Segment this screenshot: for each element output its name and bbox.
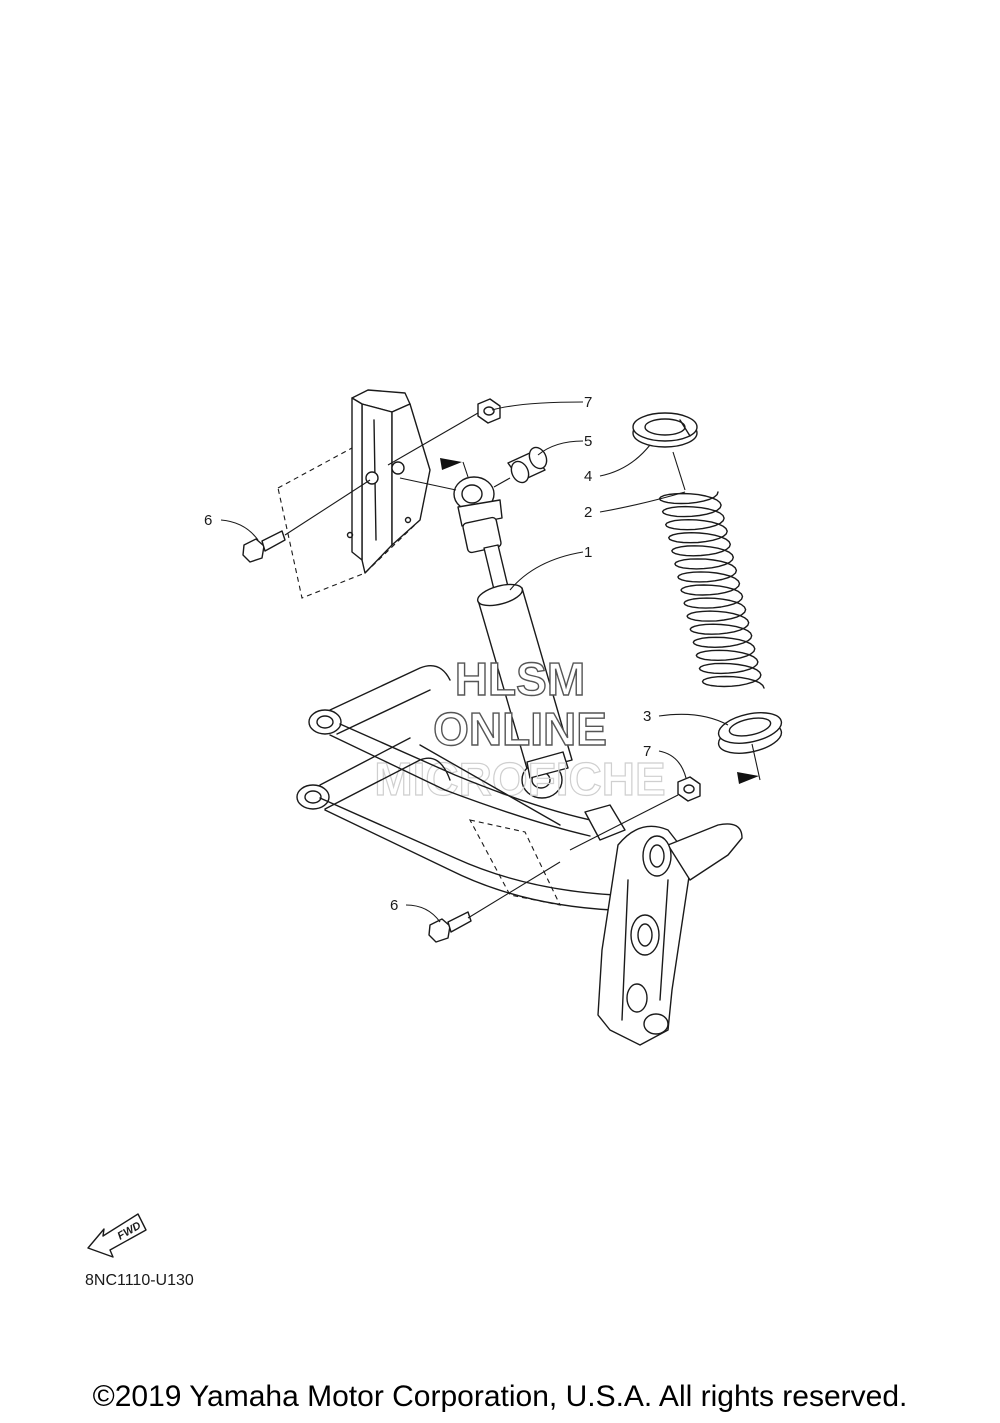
callout-5: 5 [584, 433, 592, 450]
upper-nut-part-7 [477, 398, 501, 424]
steering-knuckle [597, 823, 743, 1046]
diagram-code: 8NC1110-U130 [85, 1272, 194, 1289]
upper-mount-bracket [277, 389, 431, 599]
callout-2: 2 [584, 504, 592, 521]
lower-bolt-part-6 [428, 911, 472, 943]
callout-6-lower: 6 [390, 897, 398, 914]
watermark-line2: ONLINE [433, 703, 607, 755]
coil-spring-part-2 [658, 491, 765, 689]
watermark: HLSM ONLINE MICROFICHE [374, 652, 667, 805]
shock-absorber-part-1 [453, 476, 573, 799]
direction-arrows [440, 458, 759, 784]
callout-7-lower: 7 [643, 743, 651, 760]
callout-4: 4 [584, 468, 592, 485]
watermark-line1: HLSM [455, 653, 585, 705]
callout-1: 1 [584, 544, 592, 561]
spring-coil [658, 491, 765, 689]
lower-spring-seat-part-3 [717, 712, 783, 754]
fwd-arrow-badge: FWD [87, 1213, 147, 1258]
arrow-marker-lower [737, 772, 759, 784]
callout-3: 3 [643, 708, 651, 725]
collar-part-5 [507, 446, 548, 484]
a-arm [296, 665, 626, 911]
spring-seat-part-4 [632, 412, 698, 448]
lower-nut-part-7 [677, 776, 701, 802]
callout-leaders [220, 401, 729, 923]
callout-7-upper: 7 [584, 394, 592, 411]
upper-bolt-part-6 [242, 530, 286, 563]
assembly-lines [284, 412, 761, 919]
callout-6-upper: 6 [204, 512, 212, 529]
arrow-marker-upper [440, 458, 462, 470]
callouts: 7 5 4 2 1 6 3 7 6 [204, 394, 651, 914]
copyright-notice: ©2019 Yamaha Motor Corporation, U.S.A. A… [92, 1380, 908, 1413]
